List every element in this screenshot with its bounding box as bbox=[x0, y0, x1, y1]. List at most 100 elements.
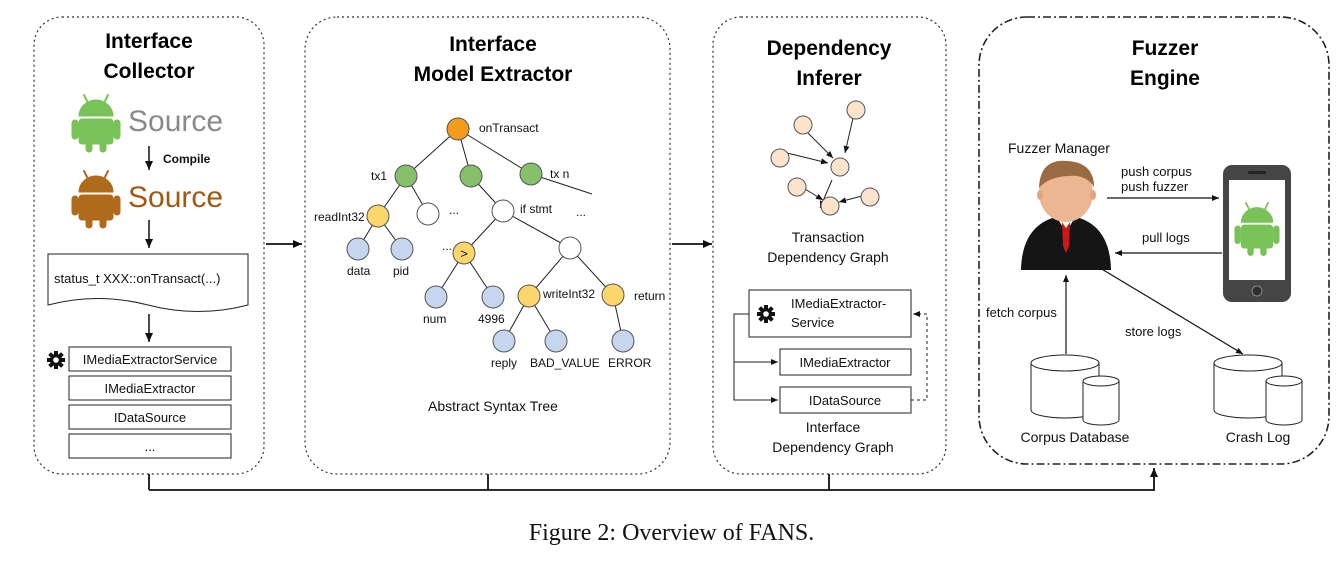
idg-box-datasource bbox=[779, 386, 912, 414]
push-corpus-label: push corpus bbox=[1121, 164, 1192, 179]
ast-node-error bbox=[611, 329, 635, 353]
source-code-document bbox=[47, 253, 249, 312]
idg-box-extractor-label: IMediaExtractor bbox=[799, 355, 891, 370]
interface-label-1: IMediaExtractor bbox=[104, 381, 196, 396]
figure-caption: Figure 2: Overview of FANS. bbox=[528, 520, 815, 546]
ast-label-readint32: readInt32 bbox=[314, 210, 365, 224]
ast-node-blank1 bbox=[416, 202, 440, 226]
inferer-title-line1: Dependency bbox=[767, 37, 892, 60]
idg-box-service-line1: IMediaExtractor- bbox=[791, 296, 886, 311]
ast-label-pid: pid bbox=[393, 264, 409, 278]
gear-icon bbox=[47, 351, 65, 369]
collector-title-line2: Collector bbox=[103, 60, 194, 83]
crash-log-icon bbox=[1213, 354, 1303, 426]
ast-node-4996 bbox=[481, 285, 505, 309]
idg-box-datasource-label: IDataSource bbox=[809, 393, 881, 408]
bottom-connector bbox=[148, 468, 1158, 491]
ast-node-gt bbox=[452, 241, 476, 265]
tx-graph-node bbox=[830, 157, 850, 177]
ast-node-badvalue bbox=[544, 329, 568, 353]
tx-graph-node bbox=[793, 115, 813, 135]
tdg-label-line2: Dependency Graph bbox=[767, 249, 888, 265]
ast-label-num: num bbox=[423, 312, 446, 326]
ast-label-badvalue: BAD_VALUE bbox=[530, 356, 600, 370]
crash-log-label: Crash Log bbox=[1226, 429, 1291, 445]
android-brown-icon bbox=[71, 170, 121, 229]
inferer-title-line2: Inferer bbox=[796, 67, 861, 90]
ast-node-pid bbox=[390, 237, 414, 261]
ast-node-readint32 bbox=[366, 204, 390, 228]
collector-title-line1: Interface bbox=[105, 30, 193, 53]
manager-person-icon bbox=[1021, 160, 1111, 270]
ast-edges bbox=[357, 128, 624, 342]
interface-collector-panel: Interface Collector Source Compile Sourc… bbox=[33, 16, 265, 475]
pull-logs-label: pull logs bbox=[1142, 230, 1190, 245]
ast-label-dots2: ... bbox=[576, 205, 586, 219]
ast-node-ifstmt bbox=[491, 199, 515, 223]
store-arrow bbox=[1099, 267, 1244, 355]
idg-box-service-line2: Service bbox=[791, 315, 834, 330]
ast-label-dots1: ... bbox=[449, 203, 459, 217]
tx-graph-node bbox=[770, 148, 790, 168]
tx-graph-node bbox=[860, 187, 880, 207]
dependency-inferer-panel: Dependency Inferer Transaction Dependenc… bbox=[712, 16, 947, 475]
fuzzer-title-line2: Engine bbox=[1130, 67, 1200, 90]
ast-label-return: return bbox=[634, 289, 665, 303]
ast-node-writeint32 bbox=[517, 284, 541, 308]
ast-node-tx2 bbox=[459, 164, 483, 188]
tx-graph-node bbox=[787, 177, 807, 197]
ast-caption: Abstract Syntax Tree bbox=[428, 398, 558, 414]
ast-label-txn: tx n bbox=[550, 167, 569, 181]
ast-label-ifstmt: if stmt bbox=[520, 202, 553, 216]
model-extractor-panel: Interface Model Extractor bbox=[304, 16, 671, 475]
ast-label-data: data bbox=[347, 264, 371, 278]
tx-graph-node bbox=[820, 196, 840, 216]
interface-box-0 bbox=[68, 346, 232, 372]
idg-label-line1: Interface bbox=[806, 419, 861, 435]
interface-label-0: IMediaExtractorService bbox=[83, 352, 217, 367]
ast-node-reply bbox=[492, 329, 516, 353]
ast-label-dots3: ... bbox=[442, 239, 452, 253]
fetch-corpus-label: fetch corpus bbox=[986, 305, 1057, 320]
idg-label-line2: Dependency Graph bbox=[772, 439, 893, 455]
ast-label-writeint32: writeInt32 bbox=[542, 287, 595, 301]
ast-label-4996: 4996 bbox=[478, 312, 505, 326]
fuzzer-engine-panel: Fuzzer Engine Fuzzer Manager push corpus… bbox=[978, 16, 1330, 465]
ast-label-ontransact: onTransact bbox=[479, 121, 539, 135]
ast-label-tx1: tx1 bbox=[371, 169, 387, 183]
ast-label-error: ERROR bbox=[608, 356, 652, 370]
fuzzer-manager-label: Fuzzer Manager bbox=[1008, 140, 1110, 156]
corpus-database-icon bbox=[1030, 354, 1120, 426]
ast-node-tx1 bbox=[394, 164, 418, 188]
ast-node-data bbox=[346, 237, 370, 261]
ast-label-reply: reply bbox=[491, 356, 517, 370]
source-brown-label: Source bbox=[128, 181, 223, 214]
interface-box-2 bbox=[68, 404, 232, 430]
corpus-database-label: Corpus Database bbox=[1021, 429, 1130, 445]
gear-icon bbox=[757, 305, 775, 323]
ast-node-return bbox=[601, 283, 625, 307]
store-logs-label: store logs bbox=[1125, 324, 1182, 339]
extractor-title-line2: Model Extractor bbox=[414, 63, 573, 86]
source-gray-label: Source bbox=[128, 105, 223, 138]
compile-label: Compile bbox=[163, 152, 211, 166]
ast-node-num bbox=[424, 285, 448, 309]
ast-node-blank2 bbox=[558, 236, 582, 260]
idg-edges bbox=[733, 311, 928, 403]
tx-graph-node bbox=[846, 100, 866, 120]
ast-node-txn bbox=[519, 162, 543, 186]
idg-box-service bbox=[748, 289, 912, 338]
fuzzer-title-line1: Fuzzer bbox=[1132, 37, 1199, 60]
interface-box-1 bbox=[68, 375, 232, 401]
extractor-title-line1: Interface bbox=[449, 33, 537, 56]
ast-label-gt: > bbox=[460, 246, 468, 261]
interface-label-2: IDataSource bbox=[114, 410, 186, 425]
ast-node-ontransact bbox=[446, 117, 470, 141]
android-green-icon bbox=[71, 94, 121, 153]
idg-box-extractor bbox=[779, 348, 912, 376]
tdg-label-line1: Transaction bbox=[792, 229, 865, 245]
code-label: status_t XXX::onTransact(...) bbox=[54, 271, 220, 286]
interface-label-3: ... bbox=[145, 439, 156, 454]
interface-box-3 bbox=[68, 433, 232, 459]
